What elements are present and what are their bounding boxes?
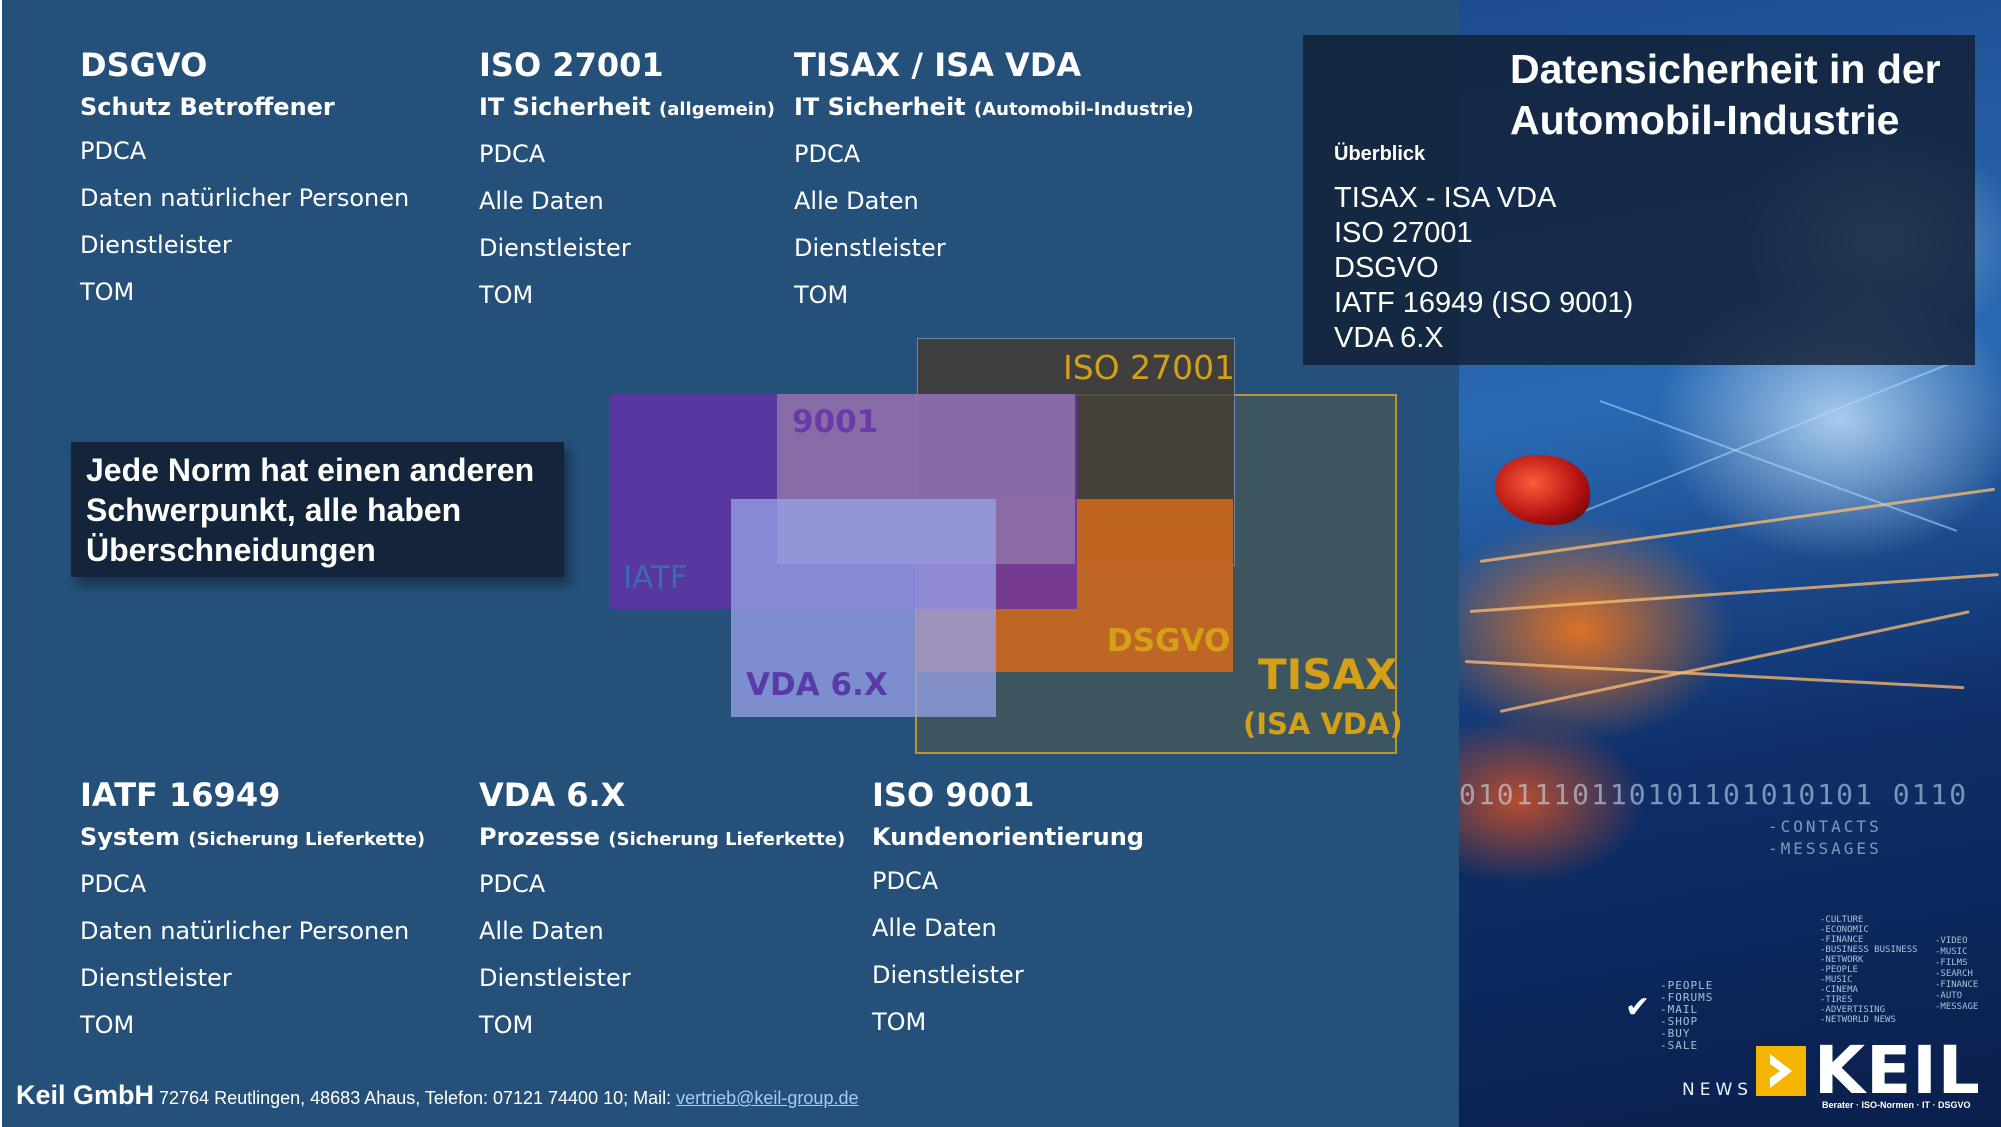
tisax-sublabel: (ISA VDA) (1243, 707, 1403, 741)
column-title: IATF 16949 (80, 776, 281, 814)
column-item: Dienstleister (872, 961, 1024, 989)
vda-rectangle (731, 499, 996, 717)
subtitle-note: (Sicherung Lieferkette) (608, 829, 846, 850)
people-overlay-text: -PEOPLE -FORUMS -MAIL -SHOP -BUY -SALE (1660, 979, 1714, 1052)
column-title: TISAX / ISA VDA (794, 46, 1082, 84)
footer-company: Keil GmbH (16, 1080, 155, 1110)
column-item: TOM (479, 281, 534, 309)
column-item: PDCA (479, 140, 546, 168)
footer: Keil GmbH 72764 Reutlingen, 48683 Ahaus,… (16, 1080, 858, 1111)
subtitle-note: (Automobil-Industrie) (974, 99, 1194, 120)
binary-overlay-text: 0101110110101101010101 0110 (1459, 778, 1969, 811)
column-item: Alle Daten (479, 917, 604, 945)
overview-list: TISAX - ISA VDA ISO 27001 DSGVO IATF 169… (1334, 181, 1633, 356)
footer-address: 72764 Reutlingen, 48683 Ahaus, Telefon: … (154, 1088, 677, 1108)
column-subtitle: Schutz Betroffener (80, 92, 409, 122)
logo-wordmark: KEIL (1814, 1032, 1981, 1109)
column-item: PDCA (479, 870, 546, 898)
column-subtitle: IT Sicherheit (Automobil-Industrie) (794, 92, 1194, 125)
column-item: Alle Daten (794, 187, 919, 215)
column-subtitle: IT Sicherheit (allgemein) (479, 92, 775, 125)
column-subtitle: Kundenorientierung (872, 822, 1144, 852)
column-item: PDCA (80, 870, 147, 898)
column-title: VDA 6.X (479, 776, 626, 814)
logo-tagline: Berater · ISO-Normen · IT · DSGVO (1822, 1100, 1971, 1110)
subtitle-main: IT Sicherheit (794, 93, 966, 121)
column-item: Dienstleister (794, 234, 946, 262)
iso9001-label: 9001 (792, 404, 879, 440)
column-item: PDCA (872, 867, 939, 895)
overview-box (1303, 35, 1975, 365)
column-vda: VDA 6.X Prozesse (Sicherung Lieferkette)… (479, 776, 845, 1057)
checkmark-icon: ✔ (1625, 990, 1651, 1025)
column-item: TOM (479, 1011, 534, 1039)
overview-item: IATF 16949 (ISO 9001) (1334, 287, 1634, 319)
column-tisax: TISAX / ISA VDA IT Sicherheit (Automobil… (794, 46, 1194, 327)
column-item: Dienstleister (479, 234, 631, 262)
column-item: PDCA (80, 137, 147, 165)
footer-mail-link[interactable]: vertrieb@keil-group.de (676, 1088, 859, 1108)
overview-item: DSGVO (1334, 252, 1439, 284)
column-iso9001: ISO 9001 Kundenorientierung PDCA Alle Da… (872, 776, 1144, 1054)
callout-text: Jede Norm hat einen anderen Schwerpunkt,… (86, 452, 535, 568)
contacts-overlay-text: -CONTACTS -MESSAGES (1768, 817, 1882, 858)
callout-box (71, 442, 564, 577)
column-item: Daten natürlicher Personen (80, 184, 410, 212)
overview-label: Überblick (1334, 143, 1426, 165)
video-overlay-text: -VIDEO -MUSIC -FILMS -SEARCH -FINANCE -A… (1935, 936, 1979, 1012)
iatf-label: IATF (623, 560, 688, 596)
car-mirror-image (1495, 455, 1590, 525)
keil-logo: KEIL Berater · ISO-Normen · IT · DSGVO (1756, 1032, 1988, 1114)
column-item: TOM (80, 278, 135, 306)
overview-item: ISO 27001 (1334, 217, 1473, 249)
column-title: ISO 9001 (872, 776, 1035, 814)
column-item: Alle Daten (479, 187, 604, 215)
column-subtitle: System (Sicherung Lieferkette) (80, 822, 425, 855)
slide-title: Datensicherheit in der Automobil-Industr… (1510, 46, 1941, 143)
subtitle-main: IT Sicherheit (479, 93, 651, 121)
news-overlay-text: NEWS (1682, 1080, 1754, 1100)
tisax-label: TISAX (1258, 650, 1398, 699)
culture-overlay-text: -CULTURE -ECONOMIC -FINANCE -BUSINESS BU… (1820, 915, 1918, 1025)
column-iso27001: ISO 27001 IT Sicherheit (allgemein) PDCA… (479, 46, 775, 327)
subtitle-note: (Sicherung Lieferkette) (188, 829, 426, 850)
column-item: PDCA (794, 140, 861, 168)
column-item: TOM (80, 1011, 135, 1039)
column-item: TOM (794, 281, 849, 309)
column-item: Dienstleister (80, 964, 232, 992)
column-subtitle: Prozesse (Sicherung Lieferkette) (479, 822, 845, 855)
dsgvo-label: DSGVO (1107, 623, 1231, 659)
column-title: DSGVO (80, 46, 208, 84)
subtitle-main: Schutz Betroffener (80, 93, 335, 121)
column-title: ISO 27001 (479, 46, 664, 84)
subtitle-main: Prozesse (479, 823, 601, 851)
overview-item: TISAX - ISA VDA (1334, 182, 1557, 214)
column-item: TOM (872, 1008, 927, 1036)
column-dsgvo: DSGVO Schutz Betroffener PDCA Daten natü… (80, 46, 409, 324)
column-item: Daten natürlicher Personen (80, 917, 410, 945)
overview-item: VDA 6.X (1334, 322, 1444, 354)
column-item: Alle Daten (872, 914, 997, 942)
iso27001-label: ISO 27001 (1063, 348, 1236, 387)
logo-chevron-icon (1756, 1046, 1806, 1096)
subtitle-main: System (80, 823, 180, 851)
subtitle-note: (allgemein) (659, 99, 775, 120)
subtitle-main: Kundenorientierung (872, 823, 1144, 851)
column-item: Dienstleister (80, 231, 232, 259)
column-item: Dienstleister (479, 964, 631, 992)
vda-label: VDA 6.X (746, 667, 888, 703)
column-iatf: IATF 16949 System (Sicherung Lieferkette… (80, 776, 425, 1057)
